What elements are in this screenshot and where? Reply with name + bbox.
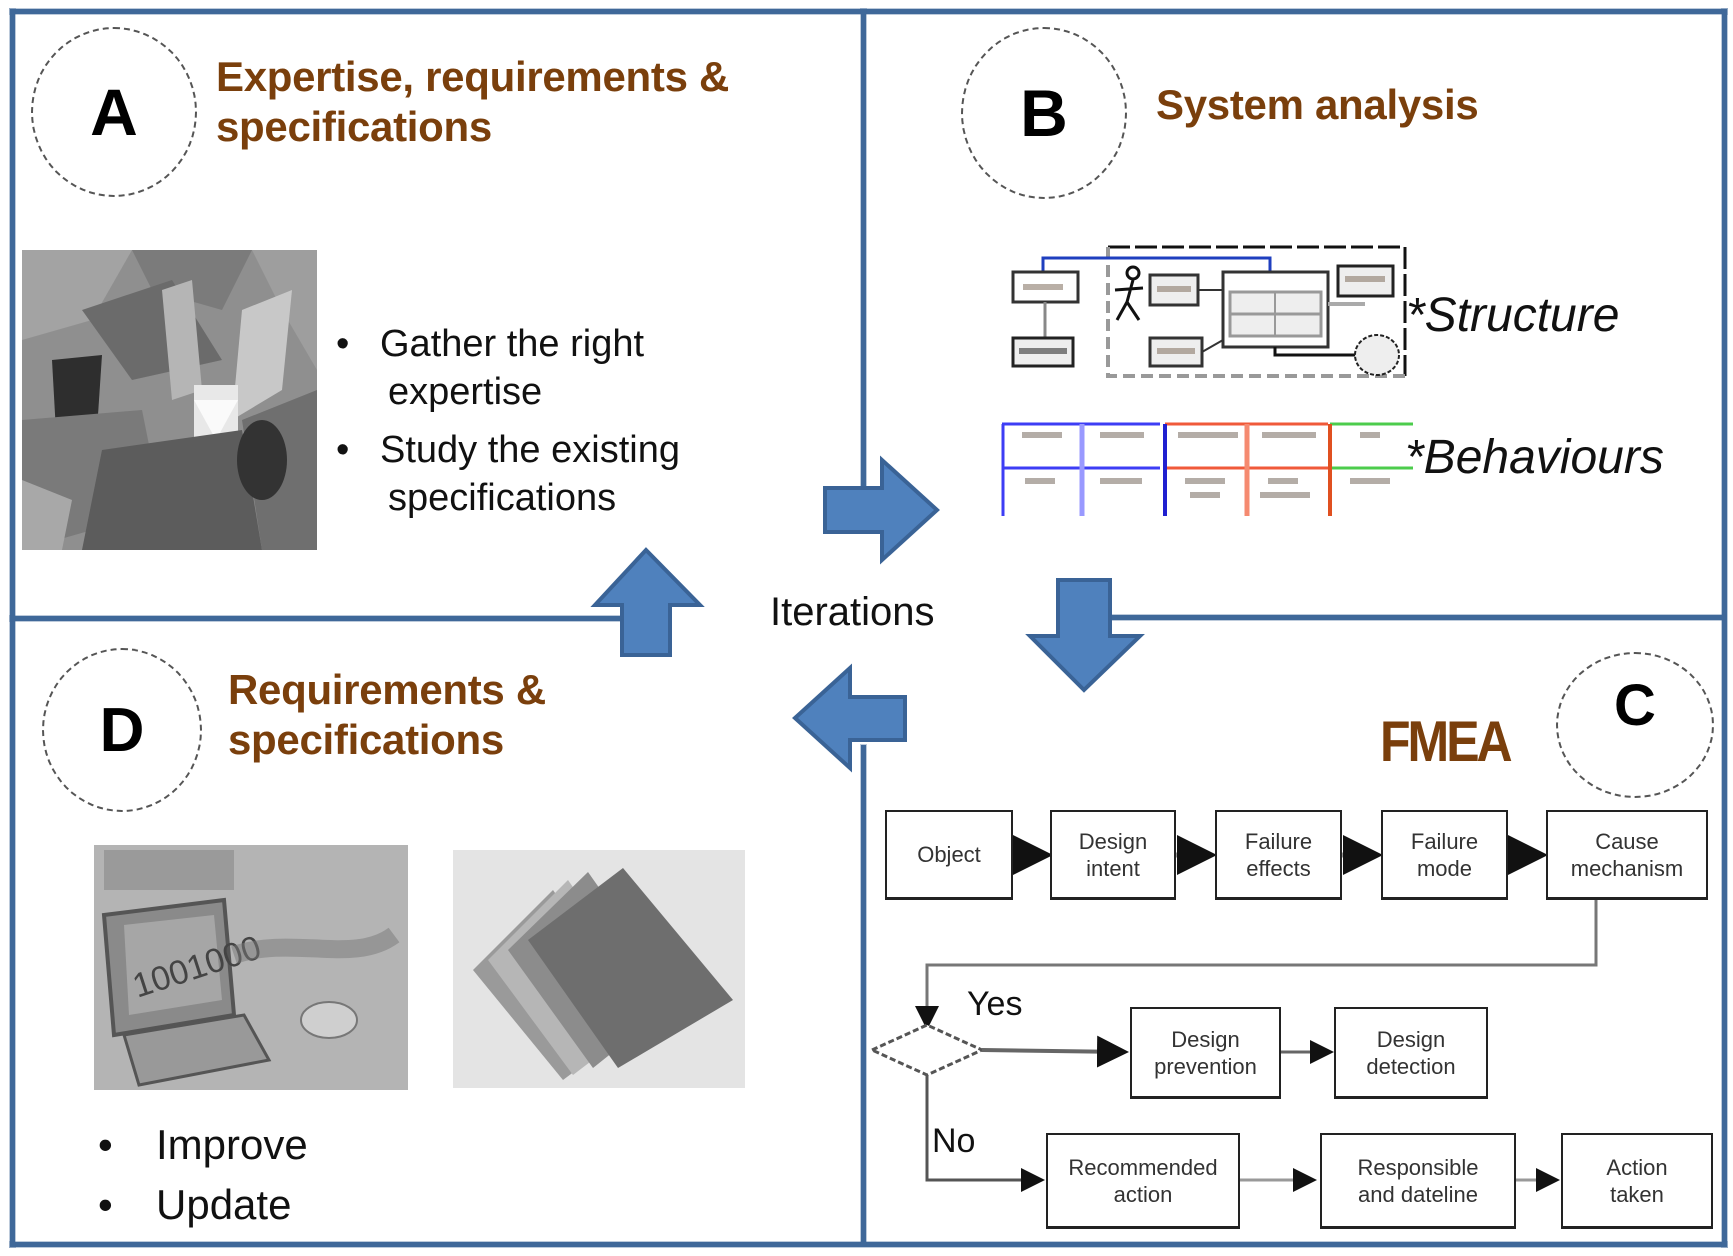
computer-sketch-image: 1001000 bbox=[94, 845, 408, 1090]
panel-a-title: Expertise, requirements & specifications bbox=[216, 52, 729, 152]
structure-label: *Structure bbox=[1406, 289, 1620, 342]
fmea-step-label: Recommended bbox=[1068, 1154, 1218, 1180]
panel-c-letter-circle: C bbox=[1556, 652, 1714, 798]
panel-d-title: Requirements & specifications bbox=[228, 665, 546, 765]
panel-a-bullet-line: expertise bbox=[388, 371, 543, 413]
fmea-step-label: action bbox=[1113, 1181, 1173, 1207]
panel-a-bullet-line: Gather the right bbox=[380, 323, 645, 365]
fmea-step-label: Failure bbox=[1244, 828, 1313, 854]
panel-d-bullet-list: Improve Update bbox=[98, 1115, 308, 1235]
computer-sketch-graphic: 1001000 bbox=[94, 845, 408, 1090]
document-stack-graphic bbox=[453, 850, 745, 1088]
fmea-step-label: mode bbox=[1416, 855, 1473, 881]
fmea-step-label: taken bbox=[1610, 1181, 1664, 1207]
panel-a-bullet-list: Gather the right expertise Study the exi… bbox=[336, 320, 680, 522]
structure-diagram bbox=[1011, 245, 1407, 378]
panel-d-letter-circle: D bbox=[42, 648, 202, 812]
behaviours-cell-text bbox=[1022, 432, 1390, 498]
iterations-label: Iterations bbox=[770, 590, 935, 634]
team-meeting-photo bbox=[22, 250, 317, 550]
divider-horizontal-right bbox=[1100, 615, 1725, 620]
panel-a-bullet-line: Study the existing bbox=[380, 429, 680, 471]
document-stack-image bbox=[453, 850, 745, 1088]
panel-d-title-line2: specifications bbox=[228, 716, 504, 763]
panel-b-letter: B bbox=[1020, 76, 1068, 150]
frame-left-border bbox=[10, 9, 15, 1247]
fmea-step-label: Failure bbox=[1410, 828, 1479, 854]
panel-d-bullet-item: Improve bbox=[98, 1115, 308, 1175]
structure-system-boundary bbox=[1106, 245, 1407, 378]
panel-a-letter: A bbox=[90, 75, 138, 149]
arrow-down-icon bbox=[1025, 578, 1145, 693]
frame-top-border bbox=[10, 9, 1727, 14]
fmea-step-label: Design bbox=[1078, 828, 1148, 854]
fmea-step-label: Design bbox=[1171, 1026, 1240, 1052]
behaviours-label: *Behaviours bbox=[1405, 431, 1664, 484]
team-meeting-photo-graphic bbox=[22, 250, 317, 550]
fmea-loop-connector bbox=[915, 894, 1598, 1030]
fmea-step-label: Design bbox=[1376, 1026, 1446, 1052]
decision-no-label: No bbox=[932, 1122, 976, 1160]
divider-vertical-bottom bbox=[861, 745, 866, 1245]
panel-b-letter-circle: B bbox=[961, 27, 1127, 199]
panel-b-title: System analysis bbox=[1156, 81, 1479, 128]
frame-right-border bbox=[1722, 9, 1727, 1247]
fmea-step-label: detection bbox=[1366, 1053, 1456, 1079]
fmea-step-label: Object bbox=[917, 842, 981, 867]
decision-yes-label: Yes bbox=[967, 985, 1023, 1023]
fmea-step-object: Object bbox=[885, 810, 1013, 900]
panel-a-title-line1: Expertise, requirements & bbox=[216, 53, 730, 100]
panel-a-title-line2: specifications bbox=[216, 103, 492, 150]
frame-bottom-border bbox=[10, 1242, 1727, 1247]
divider-horizontal-left bbox=[10, 616, 630, 621]
fmea-step-label: Responsible bbox=[1357, 1154, 1479, 1180]
behaviours-grid bbox=[1001, 422, 1413, 516]
arrow-left-icon bbox=[792, 663, 907, 773]
panel-a-bullet-item: Gather the right expertise bbox=[336, 320, 680, 416]
structure-link-blue bbox=[1041, 256, 1272, 272]
arrow-right-icon bbox=[823, 455, 940, 565]
panel-a-letter-circle: A bbox=[31, 27, 197, 197]
divider-vertical-top bbox=[861, 9, 866, 491]
structure-actor-icon bbox=[1114, 265, 1144, 321]
fmea-step-label: effects bbox=[1246, 855, 1311, 881]
fmea-step-label: Action bbox=[1606, 1154, 1668, 1180]
panel-a-bullet-item: Study the existing specifications bbox=[336, 426, 680, 522]
fmea-step-label: mechanism bbox=[1570, 855, 1684, 881]
panel-d-bullet-item: Update bbox=[98, 1175, 308, 1235]
decision-diamond bbox=[868, 1023, 986, 1077]
behaviours-table bbox=[1001, 422, 1413, 516]
arrow-up-icon bbox=[590, 547, 705, 657]
fmea-step-label: intent bbox=[1086, 855, 1140, 881]
panel-a-bullet-line: specifications bbox=[388, 477, 617, 519]
structure-node bbox=[1354, 334, 1400, 376]
panel-d-title-line1: Requirements & bbox=[228, 666, 546, 713]
fmea-step-label: Cause bbox=[1595, 828, 1659, 854]
fmea-step-label: prevention bbox=[1154, 1053, 1257, 1079]
fmea-step-label: and dateline bbox=[1358, 1181, 1478, 1207]
panel-d-letter: D bbox=[99, 695, 145, 765]
panel-c-letter: C bbox=[1614, 672, 1656, 738]
fmea-title: FMEA bbox=[1380, 709, 1513, 774]
